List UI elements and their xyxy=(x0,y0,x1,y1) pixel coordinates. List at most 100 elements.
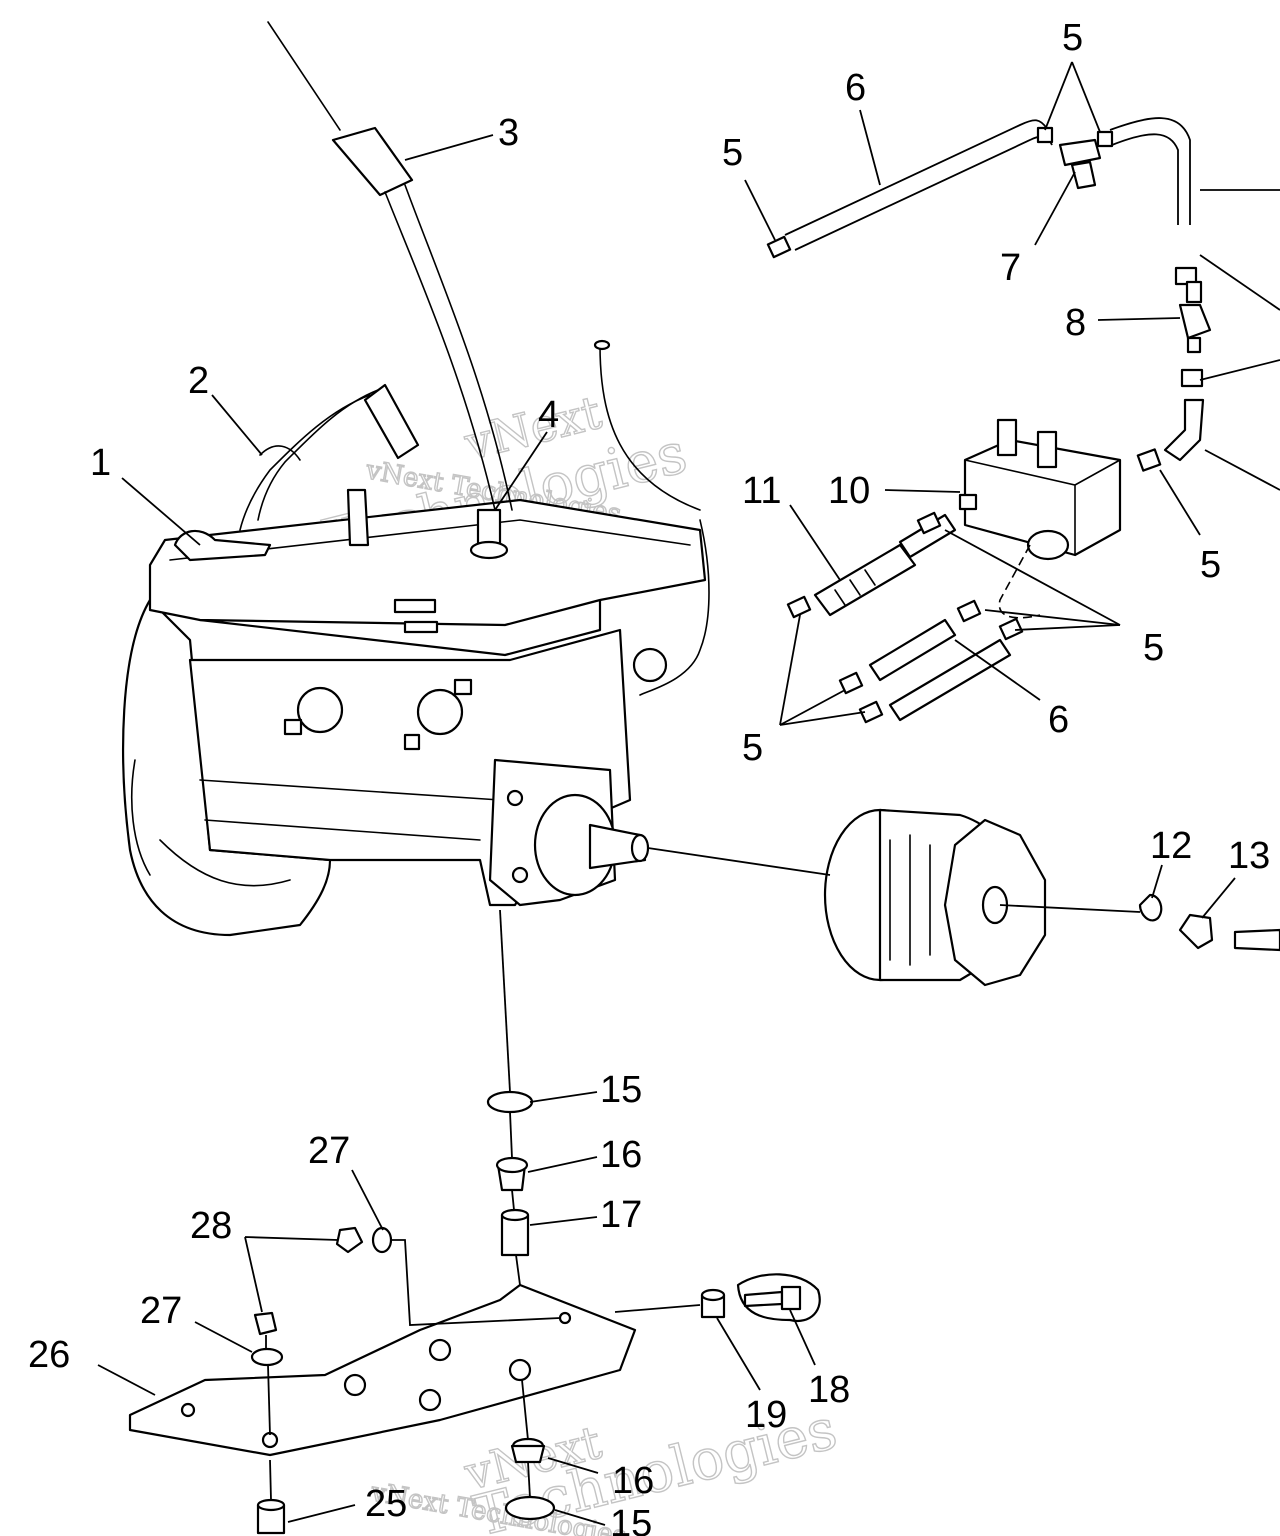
axis-washer-plate xyxy=(267,1364,271,1436)
callout-16-bottom: 16 xyxy=(612,1460,654,1502)
leader-elbow-right xyxy=(1204,449,1280,491)
engine-mount xyxy=(128,1090,821,1535)
cylinder-head xyxy=(148,498,707,627)
side-fitting xyxy=(632,647,668,683)
housing-rib xyxy=(130,759,151,876)
axis-clutch-washer xyxy=(999,904,1141,913)
leader-27b xyxy=(194,1321,253,1353)
leader-10 xyxy=(884,489,961,493)
bracket-hole-bottom xyxy=(511,866,529,884)
pump-nipple-1 xyxy=(996,418,1018,457)
clutch-spokes xyxy=(889,834,931,966)
callout-6-top: 6 xyxy=(845,67,866,109)
cable-adjuster xyxy=(469,508,509,560)
cap-loop xyxy=(259,445,301,461)
fuel-clamp-tee-right xyxy=(1096,130,1114,148)
engine-assembly xyxy=(122,339,710,937)
drive-clutch xyxy=(823,808,1280,987)
stud-right xyxy=(453,678,473,696)
callout-26: 26 xyxy=(28,1334,70,1376)
leader-lines xyxy=(97,61,1280,1526)
head-decal-1 xyxy=(393,598,437,614)
plate-hole-2 xyxy=(428,1338,452,1362)
leader-17 xyxy=(529,1216,598,1226)
fuel-filter xyxy=(1178,303,1212,340)
callout-4: 4 xyxy=(538,394,559,436)
plate-hole-1 xyxy=(343,1373,367,1397)
callout-5-top: 5 xyxy=(1062,17,1083,59)
leader-5d-2 xyxy=(984,609,1121,626)
leader-12 xyxy=(1151,864,1163,899)
impulse-fitting-11 xyxy=(813,543,917,617)
axis-plate-spacer19 xyxy=(614,1304,701,1313)
pto-shaft-end xyxy=(630,833,650,863)
callout-19: 19 xyxy=(745,1394,787,1436)
leader-6b xyxy=(954,639,1041,701)
leader-26 xyxy=(97,1364,156,1396)
washer-12 xyxy=(1138,893,1163,922)
bolt-18-head xyxy=(780,1285,802,1311)
callout-5-right: 5 xyxy=(1200,544,1221,586)
pto-shaft xyxy=(588,823,647,870)
callout-labels: 1 2 3 4 5 5 5 5 5 6 6 7 8 10 11 12 13 15… xyxy=(28,17,1270,1536)
clamp-hose-b-right xyxy=(998,617,1024,641)
clamp-hose-a-right xyxy=(956,599,982,623)
cable-housing-left xyxy=(384,191,496,511)
spacer-17-top xyxy=(500,1208,530,1222)
callout-13: 13 xyxy=(1228,835,1270,877)
leader-5c xyxy=(1159,469,1201,536)
leader-5d-3 xyxy=(1014,624,1121,631)
leader-5e-1 xyxy=(779,614,801,726)
pump-mount-ear xyxy=(1026,529,1070,561)
plug-lead-1 xyxy=(239,394,371,531)
bolt-shaft xyxy=(1233,928,1280,952)
grommet-16-bottom-body xyxy=(510,1444,546,1464)
axis-spacer-plate xyxy=(515,1254,521,1286)
stud-mid xyxy=(403,733,421,751)
leader-5d-1 xyxy=(944,529,1121,626)
leader-25 xyxy=(287,1504,356,1523)
leader-16b xyxy=(547,1457,599,1474)
stud-left xyxy=(283,718,303,736)
cable-wire xyxy=(267,21,341,131)
head-decal-2 xyxy=(403,620,439,634)
leader-5b-1 xyxy=(1044,61,1073,131)
callout-16-top: 16 xyxy=(600,1134,642,1176)
leader-16a xyxy=(527,1156,598,1173)
callout-3: 3 xyxy=(498,112,519,154)
fuel-pump xyxy=(958,418,1122,619)
leader-5b-2 xyxy=(1071,61,1101,133)
callout-27-lower: 27 xyxy=(140,1290,182,1332)
clamp-hose-b-left xyxy=(858,700,884,724)
pump-pulse-dash xyxy=(998,544,1041,619)
leader-27a xyxy=(351,1169,384,1231)
nut-28-top xyxy=(335,1226,364,1254)
callout-11: 11 xyxy=(742,470,781,512)
fuel-filter-inlet xyxy=(1185,280,1203,304)
callout-5-left: 5 xyxy=(722,132,743,174)
axis-engine-mount xyxy=(499,909,511,1093)
fuel-line-top-a xyxy=(784,119,1049,236)
fuel-clamp-tee-left xyxy=(1036,126,1054,144)
leader-8 xyxy=(1097,317,1181,321)
fuel-elbow xyxy=(1163,398,1205,462)
axis-washer27-plate xyxy=(392,1239,561,1326)
adjuster-nut xyxy=(469,540,509,560)
pump-nipple-2 xyxy=(1036,430,1058,469)
callout-25: 25 xyxy=(365,1483,407,1525)
plate-hole-5 xyxy=(261,1431,279,1449)
spark-plug-cap xyxy=(239,383,420,547)
throttle-cable xyxy=(267,21,513,511)
leader-8-right xyxy=(1199,254,1280,311)
leader-3 xyxy=(404,134,494,161)
vent-hose-end xyxy=(593,339,611,351)
washer-15-top xyxy=(486,1090,534,1114)
plate-hole-4 xyxy=(508,1358,532,1382)
tee-branch xyxy=(1070,160,1097,190)
leader-5a xyxy=(744,179,776,241)
leader-2 xyxy=(211,394,263,456)
fuel-clamp-left xyxy=(766,235,792,259)
pump-outlet xyxy=(958,493,978,511)
impulse-hose-6b xyxy=(888,638,1012,722)
spark-plug xyxy=(346,488,370,547)
